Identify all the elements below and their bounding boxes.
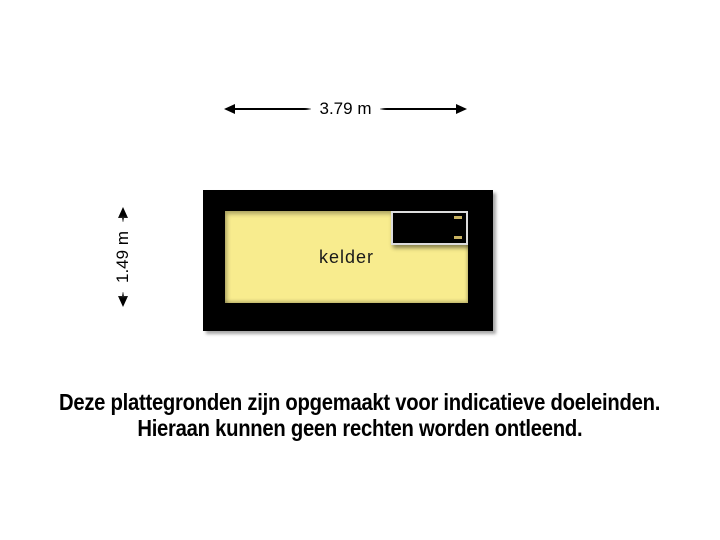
arrowhead-right-icon (456, 104, 467, 114)
arrowhead-up-icon (118, 207, 128, 218)
room-label: kelder (318, 246, 375, 267)
disclaimer-line-1: Deze plattegronden zijn opgemaakt voor i… (59, 389, 661, 415)
stairwell-box (391, 211, 468, 245)
floorplan-outline: kelder (203, 190, 493, 331)
width-dimension-label: 3.79 m (310, 98, 381, 120)
height-dimension-label: 1.49 m (112, 222, 134, 292)
disclaimer: Deze plattegronden zijn opgemaakt voor i… (0, 389, 720, 441)
width-dimension: 3.79 m (224, 98, 467, 120)
stairwell-mark-top (454, 216, 462, 219)
arrowhead-left-icon (224, 104, 235, 114)
room-kelder: kelder (225, 211, 468, 303)
height-dimension: 1.49 m (112, 207, 134, 307)
disclaimer-line-2: Hieraan kunnen geen rechten worden ontle… (137, 415, 583, 441)
arrowhead-down-icon (118, 296, 128, 307)
stairwell-mark-bottom (454, 236, 462, 239)
